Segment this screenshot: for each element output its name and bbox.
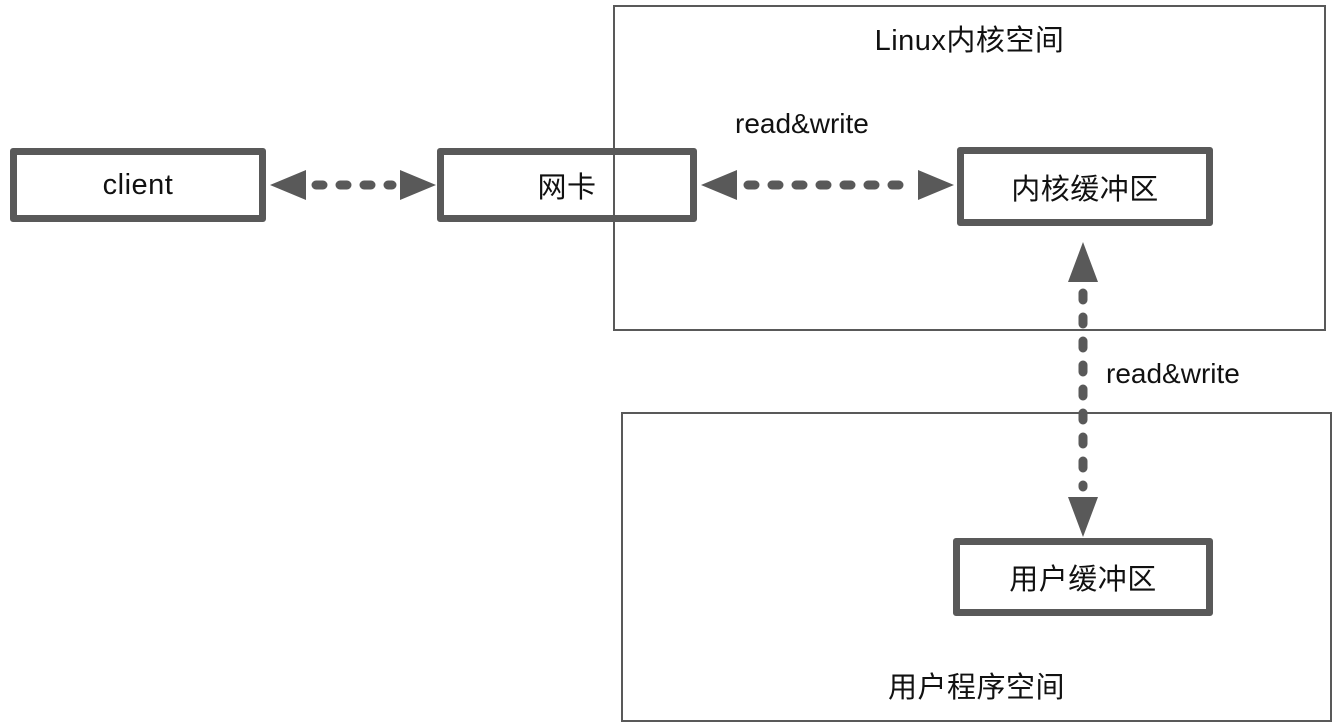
node-kernel-buffer: 内核缓冲区: [957, 147, 1213, 226]
node-kernel-buffer-label: 内核缓冲区: [1011, 173, 1159, 206]
node-network-card: 网卡: [437, 148, 697, 222]
kernel-space-label: Linux内核空间: [874, 25, 1065, 57]
node-client: client: [10, 148, 266, 222]
node-client-label: client: [102, 168, 174, 201]
node-network-card-label: 网卡: [537, 172, 597, 204]
edge-label-read-write-vertical: read&write: [1106, 358, 1240, 389]
user-space-label: 用户程序空间: [887, 672, 1065, 704]
edge-label-read-write-horizontal: read&write: [735, 108, 869, 139]
arrow-client-nic: [270, 170, 436, 200]
arrow-nic-kernel-buffer: [701, 170, 954, 200]
node-user-buffer-label: 用户缓冲区: [1009, 564, 1157, 596]
node-user-buffer: 用户缓冲区: [953, 538, 1213, 616]
arrow-kernel-buffer-user-buffer: [1068, 242, 1098, 537]
